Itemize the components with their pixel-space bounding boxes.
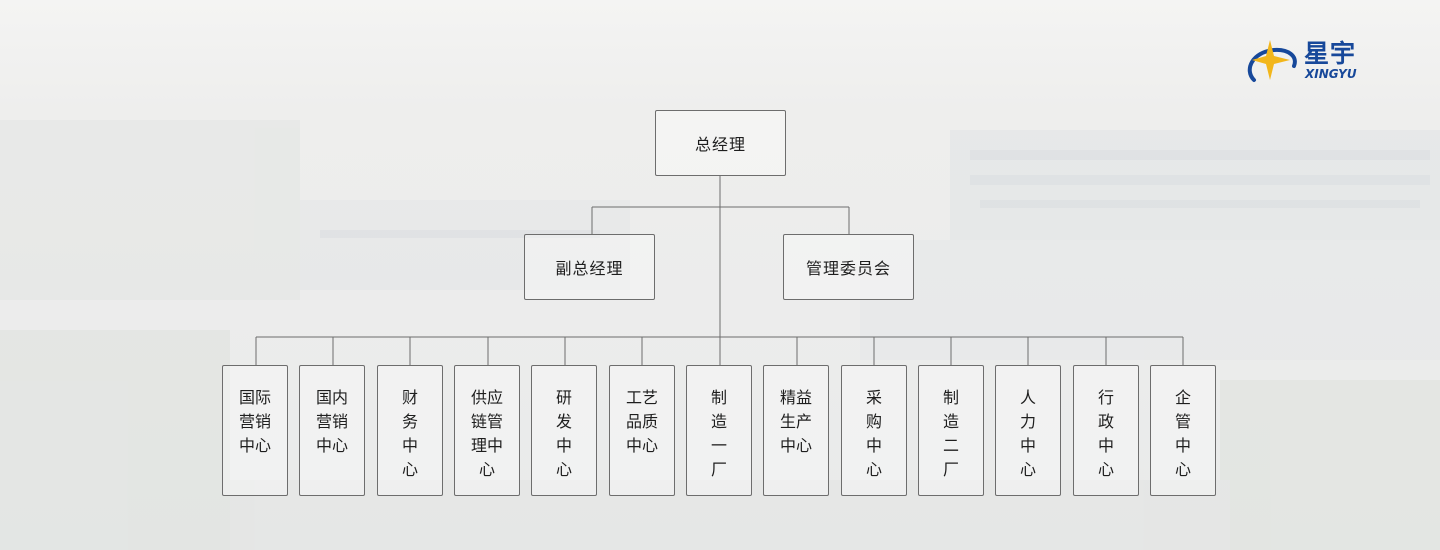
dept-box-supply-chain: 供应 链管 理中 心 bbox=[454, 365, 520, 496]
dept-box-finance: 财 务 中 心 bbox=[377, 365, 443, 496]
dept-label: 行 政 中 心 bbox=[1097, 388, 1114, 479]
dept-box-lean-production: 精益 生产 中心 bbox=[763, 365, 829, 496]
dept-label: 企 管 中 心 bbox=[1174, 388, 1191, 479]
dept-label: 研 发 中 心 bbox=[555, 388, 572, 479]
dept-box-process-quality: 工艺 品质 中心 bbox=[609, 365, 675, 496]
deputy-manager-label: 副总经理 bbox=[555, 259, 624, 278]
dept-label: 采 购 中 心 bbox=[865, 388, 882, 479]
star-orbit-icon bbox=[1247, 40, 1297, 82]
dept-box-hr: 人 力 中 心 bbox=[995, 365, 1061, 496]
dept-label: 国际 营销 中心 bbox=[238, 388, 271, 455]
deputy-manager-box: 副总经理 bbox=[524, 234, 655, 300]
logo-name-cn: 星宇 bbox=[1304, 39, 1357, 68]
dept-box-factory-two: 制 造 二 厂 bbox=[918, 365, 984, 496]
xingyu-logo: 星宇 XINGYU bbox=[1244, 36, 1394, 88]
dept-label: 精益 生产 中心 bbox=[779, 388, 812, 455]
general-manager-box: 总经理 bbox=[655, 110, 786, 176]
dept-box-admin: 行 政 中 心 bbox=[1073, 365, 1139, 496]
general-manager-label: 总经理 bbox=[694, 135, 746, 154]
dept-box-intl-marketing: 国际 营销 中心 bbox=[222, 365, 288, 496]
dept-label: 工艺 品质 中心 bbox=[625, 388, 658, 455]
dept-box-procurement: 采 购 中 心 bbox=[841, 365, 907, 496]
dept-label: 制 造 二 厂 bbox=[942, 388, 959, 479]
dept-label: 人 力 中 心 bbox=[1019, 388, 1036, 479]
dept-label: 财 务 中 心 bbox=[401, 388, 418, 479]
management-committee-label: 管理委员会 bbox=[805, 259, 891, 278]
dept-label: 国内 营销 中心 bbox=[315, 388, 348, 455]
logo-name-en: XINGYU bbox=[1305, 67, 1357, 81]
management-committee-box: 管理委员会 bbox=[783, 234, 914, 300]
dept-box-rnd: 研 发 中 心 bbox=[531, 365, 597, 496]
dept-label: 制 造 一 厂 bbox=[710, 388, 727, 479]
dept-box-enterprise-mgmt: 企 管 中 心 bbox=[1150, 365, 1216, 496]
dept-box-factory-one: 制 造 一 厂 bbox=[686, 365, 752, 496]
dept-label: 供应 链管 理中 心 bbox=[470, 388, 503, 479]
dept-box-domestic-marketing: 国内 营销 中心 bbox=[299, 365, 365, 496]
